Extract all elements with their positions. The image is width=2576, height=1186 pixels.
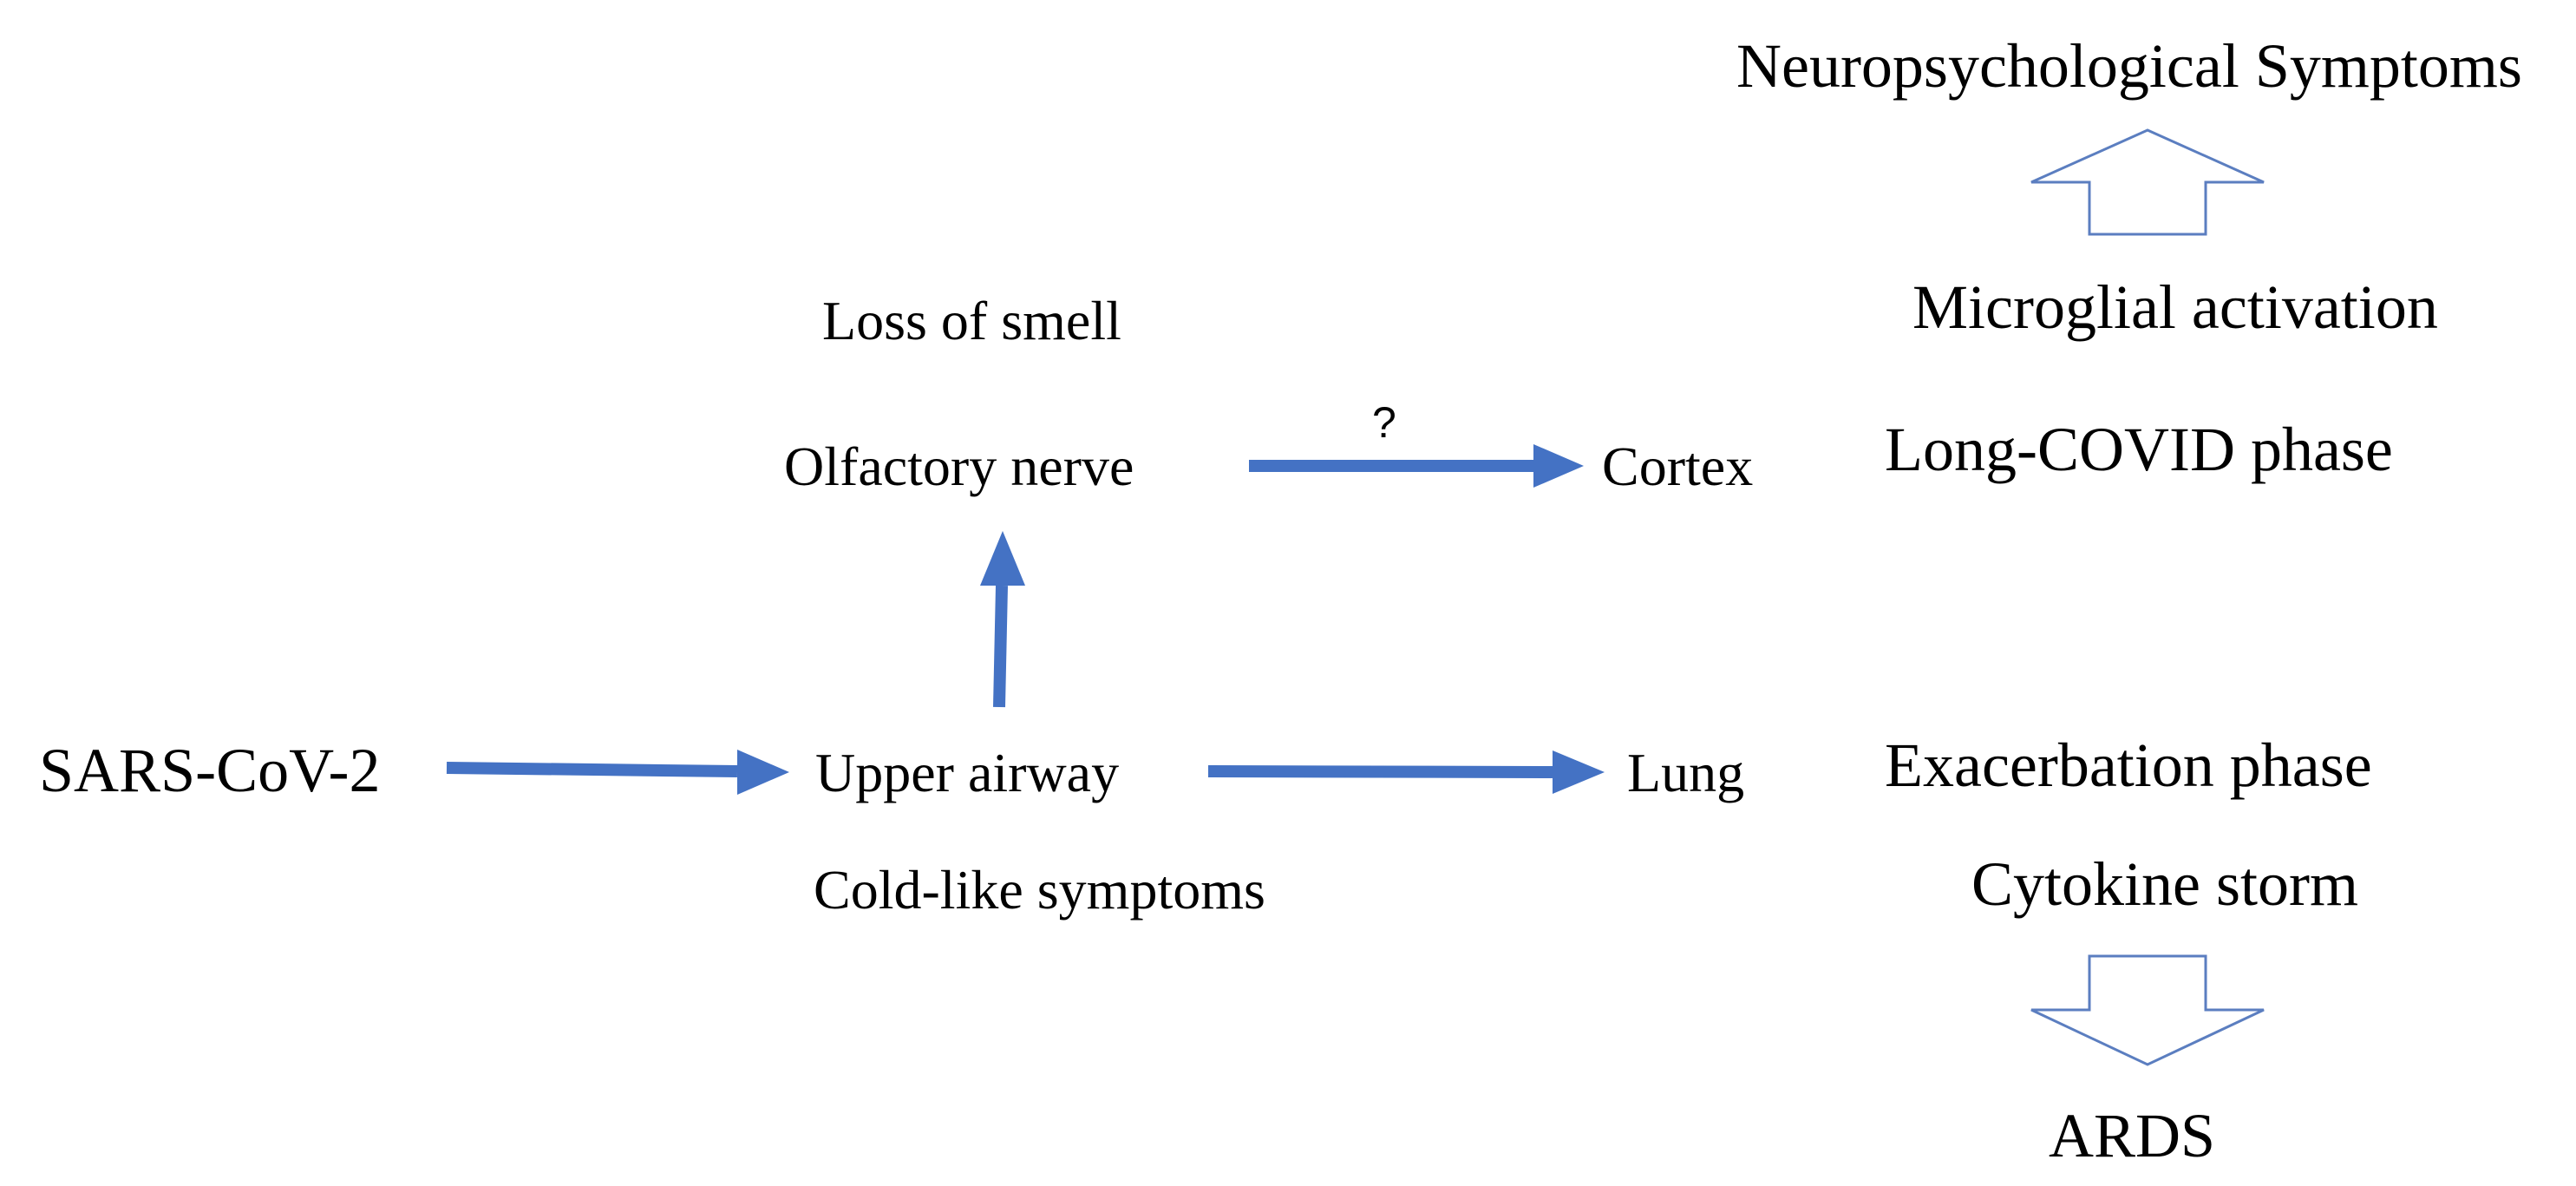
label-upper-airway: Upper airway	[815, 742, 1119, 803]
label-olfactory-nerve: Olfactory nerve	[784, 436, 1134, 497]
flow-arrows	[446, 444, 1605, 795]
label-neuropsychological-symptoms: Neuropsychological Symptoms	[1736, 31, 2522, 101]
label-microglial-activation: Microglial activation	[1912, 272, 2438, 342]
hollow-arrow-up	[2030, 128, 2265, 236]
arrow-olfactory-nerve-to-cortex	[1249, 444, 1584, 488]
label-long-covid-phase: Long-COVID phase	[1885, 415, 2393, 484]
arrow-sars-to-upper-airway	[446, 750, 789, 795]
label-exacerbation-phase: Exacerbation phase	[1885, 731, 2372, 800]
arrow-upper-airway-to-olfactory-nerve	[980, 531, 1025, 708]
label-cytokine-storm: Cytokine storm	[1971, 849, 2358, 919]
label-sars-cov-2: SARS-CoV-2	[39, 736, 380, 805]
label-cold-like-symptoms: Cold-like symptoms	[814, 859, 1265, 921]
arrow-upper-airway-to-lung	[1207, 750, 1605, 794]
hollow-arrow-down	[2030, 954, 2265, 1066]
label-lung: Lung	[1627, 742, 1744, 803]
label-question-mark: ?	[1372, 398, 1396, 447]
label-cortex: Cortex	[1602, 436, 1753, 497]
label-ards: ARDS	[2049, 1101, 2215, 1170]
label-loss-of-smell: Loss of smell	[822, 290, 1121, 351]
